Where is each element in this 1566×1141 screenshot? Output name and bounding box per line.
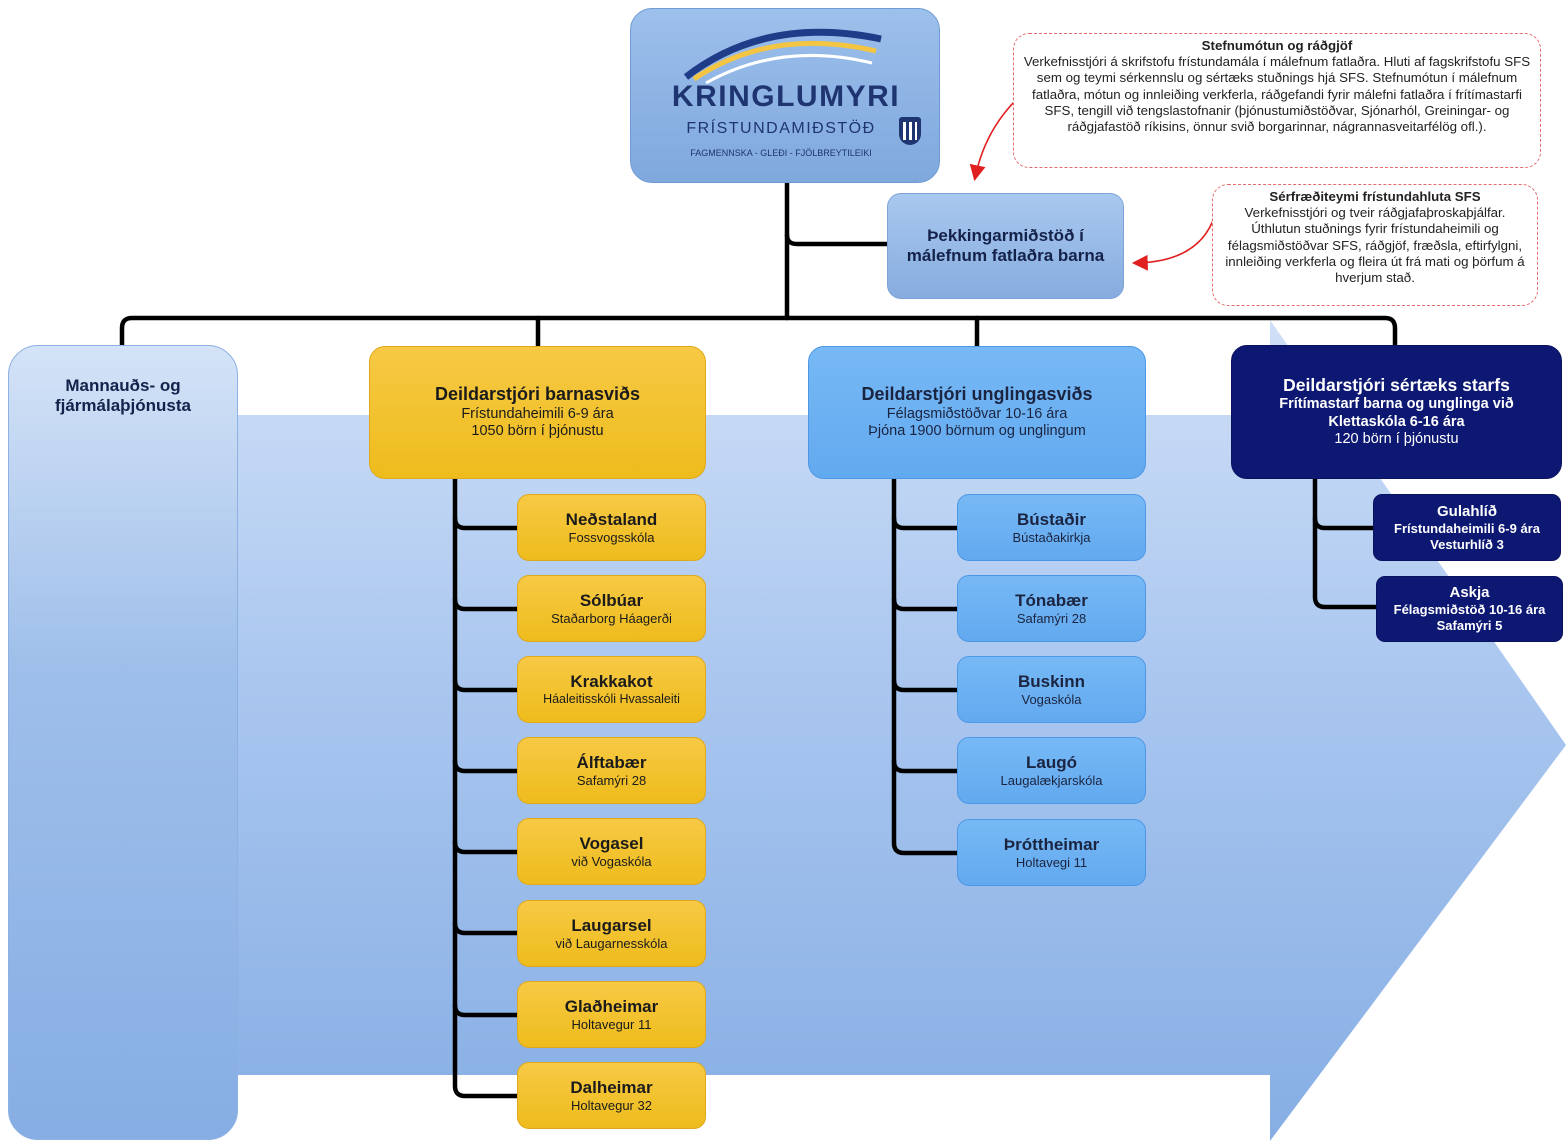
unit-name: Buskinn [1017, 671, 1086, 691]
unit-name: Bústaðir [1017, 509, 1086, 529]
children-dept-box: Deildarstjóri barnasviðs Frístundaheimil… [369, 346, 706, 479]
unit-alftabaer: Álftabær Safamýri 28 [517, 737, 706, 804]
unit-solbuar: Sólbúar Staðarborg Háagerði [517, 575, 706, 642]
note-policy: Stefnumótun og ráðgjöf Verkefnisstjóri á… [1013, 33, 1541, 168]
logo-name: KRINGLUMYRI [671, 80, 901, 113]
unit-name: Sólbúar [579, 590, 644, 610]
special-dept-line3: 120 börn í þjónustu [1334, 431, 1459, 448]
unit-name: Álftabær [576, 752, 647, 772]
youth-dept-title: Deildarstjóri unglingasviðs [861, 384, 1093, 405]
unit-sub: Bústaðakirkja [1012, 529, 1091, 545]
unit-sub: Holtavegi 11 [1015, 854, 1088, 870]
logo-subtitle: FRÍSTUNDAMIÐSTÖÐ [686, 120, 876, 137]
unit-dalheimar: Dalheimar Holtavegur 32 [517, 1062, 706, 1129]
hr-line1: Mannauðs- og [65, 376, 181, 395]
unit-name: Tónabær [1015, 590, 1088, 610]
unit-name: Gulahlíð [1437, 502, 1497, 520]
knowledge-center-line2: málefnum fatlaðra barna [906, 246, 1105, 265]
logo-box: KRINGLUMYRI FRÍSTUNDAMIÐSTÖÐ FAGMENNSKA … [630, 8, 940, 183]
unit-name: Dalheimar [570, 1077, 653, 1097]
children-dept-line2: 1050 börn í þjónustu [471, 423, 604, 440]
note-expert: Sérfræðiteymi frístundahluta SFS Verkefn… [1212, 184, 1538, 306]
unit-laugarsel: Laugarsel við Laugarnesskóla [517, 900, 706, 967]
unit-sub: Staðarborg Háagerði [551, 610, 672, 626]
unit-sub: Vogaskóla [1021, 691, 1082, 707]
unit-askja: Askja Félagsmiðstöð 10-16 ára Safamýri 5 [1376, 576, 1563, 642]
unit-throttheimar: Þróttheimar Holtavegi 11 [957, 819, 1146, 886]
unit-sub: Laugalækjarskóla [1000, 772, 1103, 788]
connector-lines [119, 180, 1398, 1099]
special-dept-title: Deildarstjóri sértæks starfs [1283, 375, 1510, 396]
unit-name: Vogasel [579, 833, 644, 853]
unit-laugo: Laugó Laugalækjarskóla [957, 737, 1146, 804]
unit-sub: Safamýri 28 [1016, 610, 1087, 626]
unit-krakkakot: Krakkakot Háaleitisskóli Hvassaleiti [517, 656, 706, 723]
unit-vogasel: Vogasel við Vogaskóla [517, 818, 706, 885]
unit-name: Glaðheimar [564, 996, 659, 1016]
unit-name: Krakkakot [570, 671, 653, 691]
youth-dept-line1: Félagsmiðstöðvar 10-16 ára [886, 405, 1068, 422]
unit-sub: Holtavegur 32 [571, 1097, 652, 1113]
unit-gladheimar: Glaðheimar Holtavegur 11 [517, 981, 706, 1048]
unit-line1: Frístundaheimili 6-9 ára [1394, 520, 1540, 536]
unit-line2: Safamýri 5 [1436, 618, 1503, 633]
unit-sub: Holtavegur 11 [571, 1016, 652, 1032]
unit-line2: Vesturhlíð 3 [1430, 536, 1504, 552]
logo-swoosh-icon [683, 28, 882, 85]
unit-bustadir: Bústaðir Bústaðakirkja [957, 494, 1146, 561]
unit-buskinn: Buskinn Vogaskóla [957, 656, 1146, 723]
note-policy-text: Verkefnisstjóri á skrifstofu frístundamá… [1023, 54, 1531, 135]
children-dept-line1: Frístundaheimili 6-9 ára [461, 405, 614, 422]
hr-line2: fjármálaþjónusta [54, 396, 192, 416]
youth-dept-box: Deildarstjóri unglingasviðs Félagsmiðstö… [808, 346, 1146, 479]
special-dept-line1: Frítímastarf barna og unglinga við [1279, 396, 1514, 413]
unit-name: Laugó [1026, 752, 1077, 772]
note-expert-title: Sérfræðiteymi frístundahluta SFS [1269, 189, 1481, 204]
unit-sub: við Laugarnesskóla [555, 935, 668, 951]
note-arrow-expert [1131, 214, 1216, 271]
unit-name: Laugarsel [571, 915, 652, 935]
hr-finance-box: Mannauðs- og fjármálaþjónusta [8, 345, 238, 1140]
unit-nedstaland: Neðstaland Fossvogsskóla [517, 494, 706, 561]
youth-dept-line2: Þjóna 1900 börnum og unglingum [868, 423, 1086, 440]
special-dept-box: Deildarstjóri sértæks starfs Frítímastar… [1231, 345, 1562, 479]
unit-gulahlid: Gulahlíð Frístundaheimili 6-9 ára Vestur… [1373, 494, 1561, 561]
special-dept-line2: Klettaskóla 6-16 ára [1328, 413, 1465, 430]
unit-sub: við Vogaskóla [571, 853, 652, 869]
unit-name: Askja [1449, 584, 1490, 602]
note-arrow-policy [969, 97, 1019, 182]
note-expert-text: Verkefnisstjóri og tveir ráðgjafaþroskaþ… [1225, 205, 1525, 286]
unit-tonabaer: Tónabær Safamýri 28 [957, 575, 1146, 642]
knowledge-center-line1: Þekkingarmiðstöð í [927, 225, 1084, 245]
logo-tagline: FAGMENNSKA - GLEÐI - FJÖLBREYTILEIKI [690, 148, 872, 158]
unit-name: Neðstaland [565, 509, 658, 529]
knowledge-center-box: Þekkingarmiðstöð í málefnum fatlaðra bar… [887, 193, 1124, 299]
note-policy-title: Stefnumótun og ráðgjöf [1201, 38, 1353, 53]
children-dept-title: Deildarstjóri barnasviðs [434, 384, 641, 405]
unit-sub: Fossvogsskóla [568, 529, 655, 545]
unit-name: Þróttheimar [1003, 834, 1100, 854]
unit-sub: Safamýri 28 [576, 772, 647, 788]
unit-sub: Háaleitisskóli Hvassaleiti [543, 692, 680, 707]
unit-line1: Félagsmiðstöð 10-16 ára [1393, 602, 1546, 618]
logo-shield-icon [899, 117, 921, 145]
